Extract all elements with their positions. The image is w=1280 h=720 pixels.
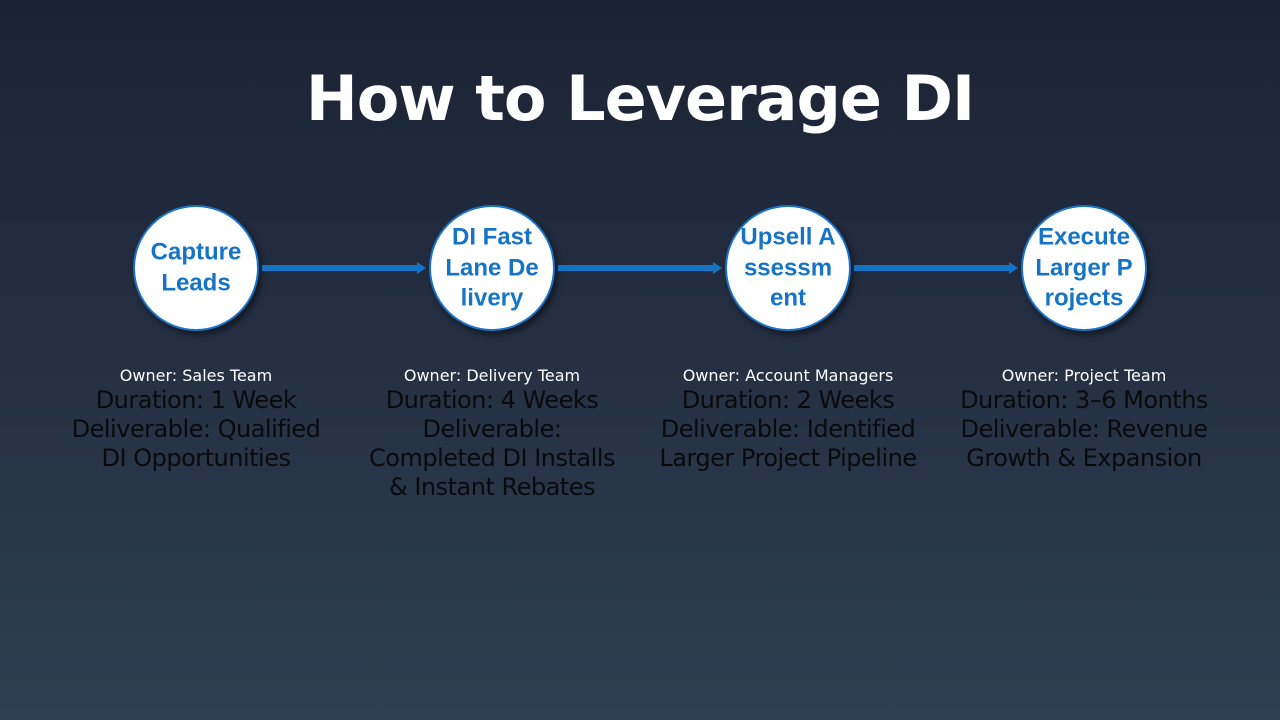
stage-duration: Duration: 4 Weeks: [385, 386, 599, 414]
stage-label: Execute Larger Projects: [1035, 223, 1133, 312]
stage-deliverable: Deliverable: Identified Larger Project P…: [659, 415, 917, 472]
arrowhead-icon: [417, 262, 426, 274]
stage-owner: Owner: Project Team: [1001, 366, 1167, 385]
stage-info-fast-lane-delivery: Owner: Delivery Team Duration: 4 Weeks D…: [357, 366, 627, 502]
flow-arrow-3: [854, 262, 1018, 274]
arrowhead-icon: [713, 262, 722, 274]
stage-owner: Owner: Account Managers: [682, 366, 894, 385]
stage-deliverable: Deliverable: Qualified DI Opportunities: [71, 415, 321, 472]
stage-info-capture-leads: Owner: Sales Team Duration: 1 Week Deliv…: [61, 366, 331, 473]
stage-label: DI Fast Lane Delivery: [445, 223, 539, 312]
stage-duration: Duration: 1 Week: [95, 386, 297, 414]
flow-arrow-2: [558, 262, 722, 274]
stage-circle: [725, 205, 851, 331]
arrowhead-icon: [1009, 262, 1018, 274]
stage-circle: [429, 205, 555, 331]
stage-duration: Duration: 3–6 Months: [960, 386, 1208, 414]
stage-node-fast-lane-delivery: DI Fast Lane Delivery: [429, 205, 555, 331]
stage-duration: Duration: 2 Weeks: [681, 386, 895, 414]
flow-arrow-1: [262, 262, 426, 274]
stage-label: Capture Leads: [150, 238, 242, 297]
stage-info-upsell-assessment: Owner: Account Managers Duration: 2 Week…: [653, 366, 923, 473]
stage-deliverable: Deliverable: Completed DI Installs & Ins…: [369, 415, 615, 501]
stage-circle: [133, 205, 259, 331]
stage-info-execute-larger-projects: Owner: Project Team Duration: 3–6 Months…: [949, 366, 1219, 473]
stage-node-capture-leads: Capture Leads: [133, 205, 259, 331]
stage-deliverable: Deliverable: Revenue Growth & Expansion: [960, 415, 1208, 472]
stage-owner: Owner: Sales Team: [119, 366, 273, 385]
stage-node-execute-larger-projects: Execute Larger Projects: [1021, 205, 1147, 331]
stage-owner: Owner: Delivery Team: [403, 366, 581, 385]
stage-label: Upsell Assessment: [740, 223, 836, 312]
stage-circle: [1021, 205, 1147, 331]
stage-node-upsell-assessment: Upsell Assessment: [725, 205, 851, 331]
page-title: How to Leverage DI: [305, 62, 975, 135]
